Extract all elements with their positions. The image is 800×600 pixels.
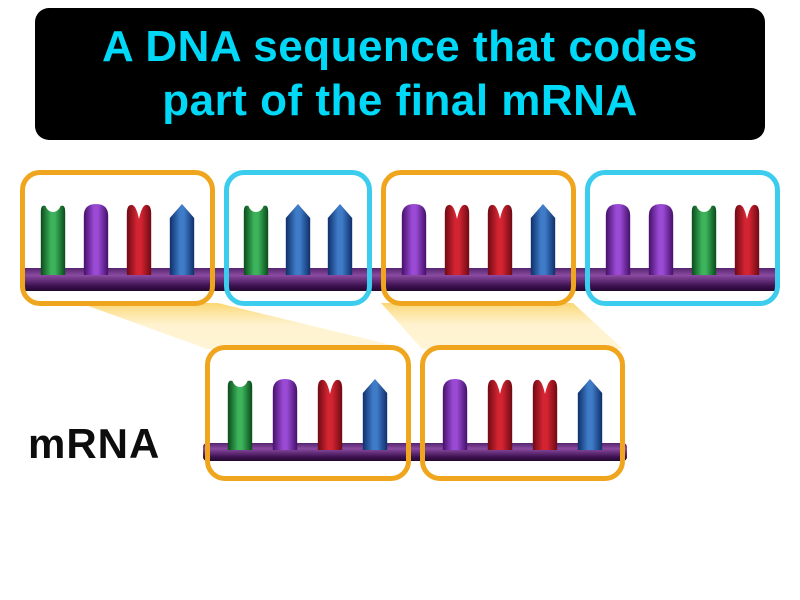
base-blue [575,376,605,450]
base-green [38,201,68,275]
splice-beams [80,303,623,349]
dna-strand [20,170,780,306]
mrna-strand [205,345,625,481]
exon-box [419,345,625,481]
splice-beam-right [381,303,623,349]
exon-box [20,170,215,306]
exon-box [205,345,411,481]
base-green [225,376,255,450]
base-red [485,376,515,450]
exon-box [381,170,577,306]
base-blue [325,201,355,275]
base-purple [81,201,111,275]
base-red [315,376,345,450]
definition-text-line1: A DNA sequence that codes [101,22,699,72]
base-blue [167,201,197,275]
definition-banner: A DNA sequence that codes part of the fi… [35,8,765,140]
base-red [732,201,762,275]
base-green [241,201,271,275]
base-purple [646,201,676,275]
base-blue [360,376,390,450]
splice-beam-left [80,303,408,349]
base-red [442,201,472,275]
base-purple [270,376,300,450]
base-purple [440,376,470,450]
mrna-backbone [203,443,627,461]
mrna-label: mRNA [28,420,161,467]
base-red [530,376,560,450]
base-green [689,201,719,275]
base-purple [399,201,429,275]
intron-box [223,170,373,306]
base-blue [528,201,558,275]
base-red [485,201,515,275]
base-blue [283,201,313,275]
base-red [124,201,154,275]
definition-text-line2: part of the final mRNA [162,76,638,125]
base-purple [603,201,633,275]
intron-box [585,170,780,306]
